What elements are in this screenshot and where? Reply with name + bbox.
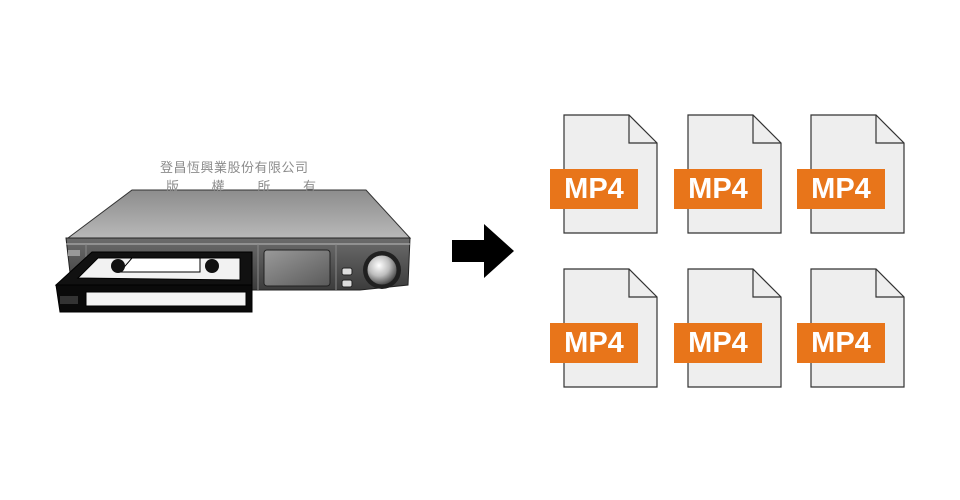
- watermark-char: 所: [257, 180, 271, 195]
- watermark-char: 權: [211, 180, 225, 195]
- mp4-file-icon: MP4: [674, 114, 787, 238]
- mp4-file-icon: MP4: [550, 114, 663, 238]
- vhs-cassette-icon: [54, 251, 253, 313]
- mp4-label: MP4: [550, 169, 638, 209]
- mp4-file-icon: MP4: [797, 114, 910, 238]
- mp4-label: MP4: [550, 323, 638, 363]
- watermark-char: 有: [302, 180, 316, 195]
- mp4-file-icon: MP4: [674, 268, 787, 392]
- mp4-label: MP4: [674, 323, 762, 363]
- mp4-label: MP4: [797, 169, 885, 209]
- watermark-company: 登昌恆興業股份有限公司: [160, 161, 309, 176]
- watermark-char: 版: [166, 180, 180, 195]
- mp4-file-icon: MP4: [797, 268, 910, 392]
- right-arrow-icon: [452, 224, 514, 278]
- mp4-label: MP4: [674, 169, 762, 209]
- watermark-copyright: 版 權 所 有: [166, 176, 316, 195]
- mp4-label: MP4: [797, 323, 885, 363]
- mp4-file-icon: MP4: [550, 268, 663, 392]
